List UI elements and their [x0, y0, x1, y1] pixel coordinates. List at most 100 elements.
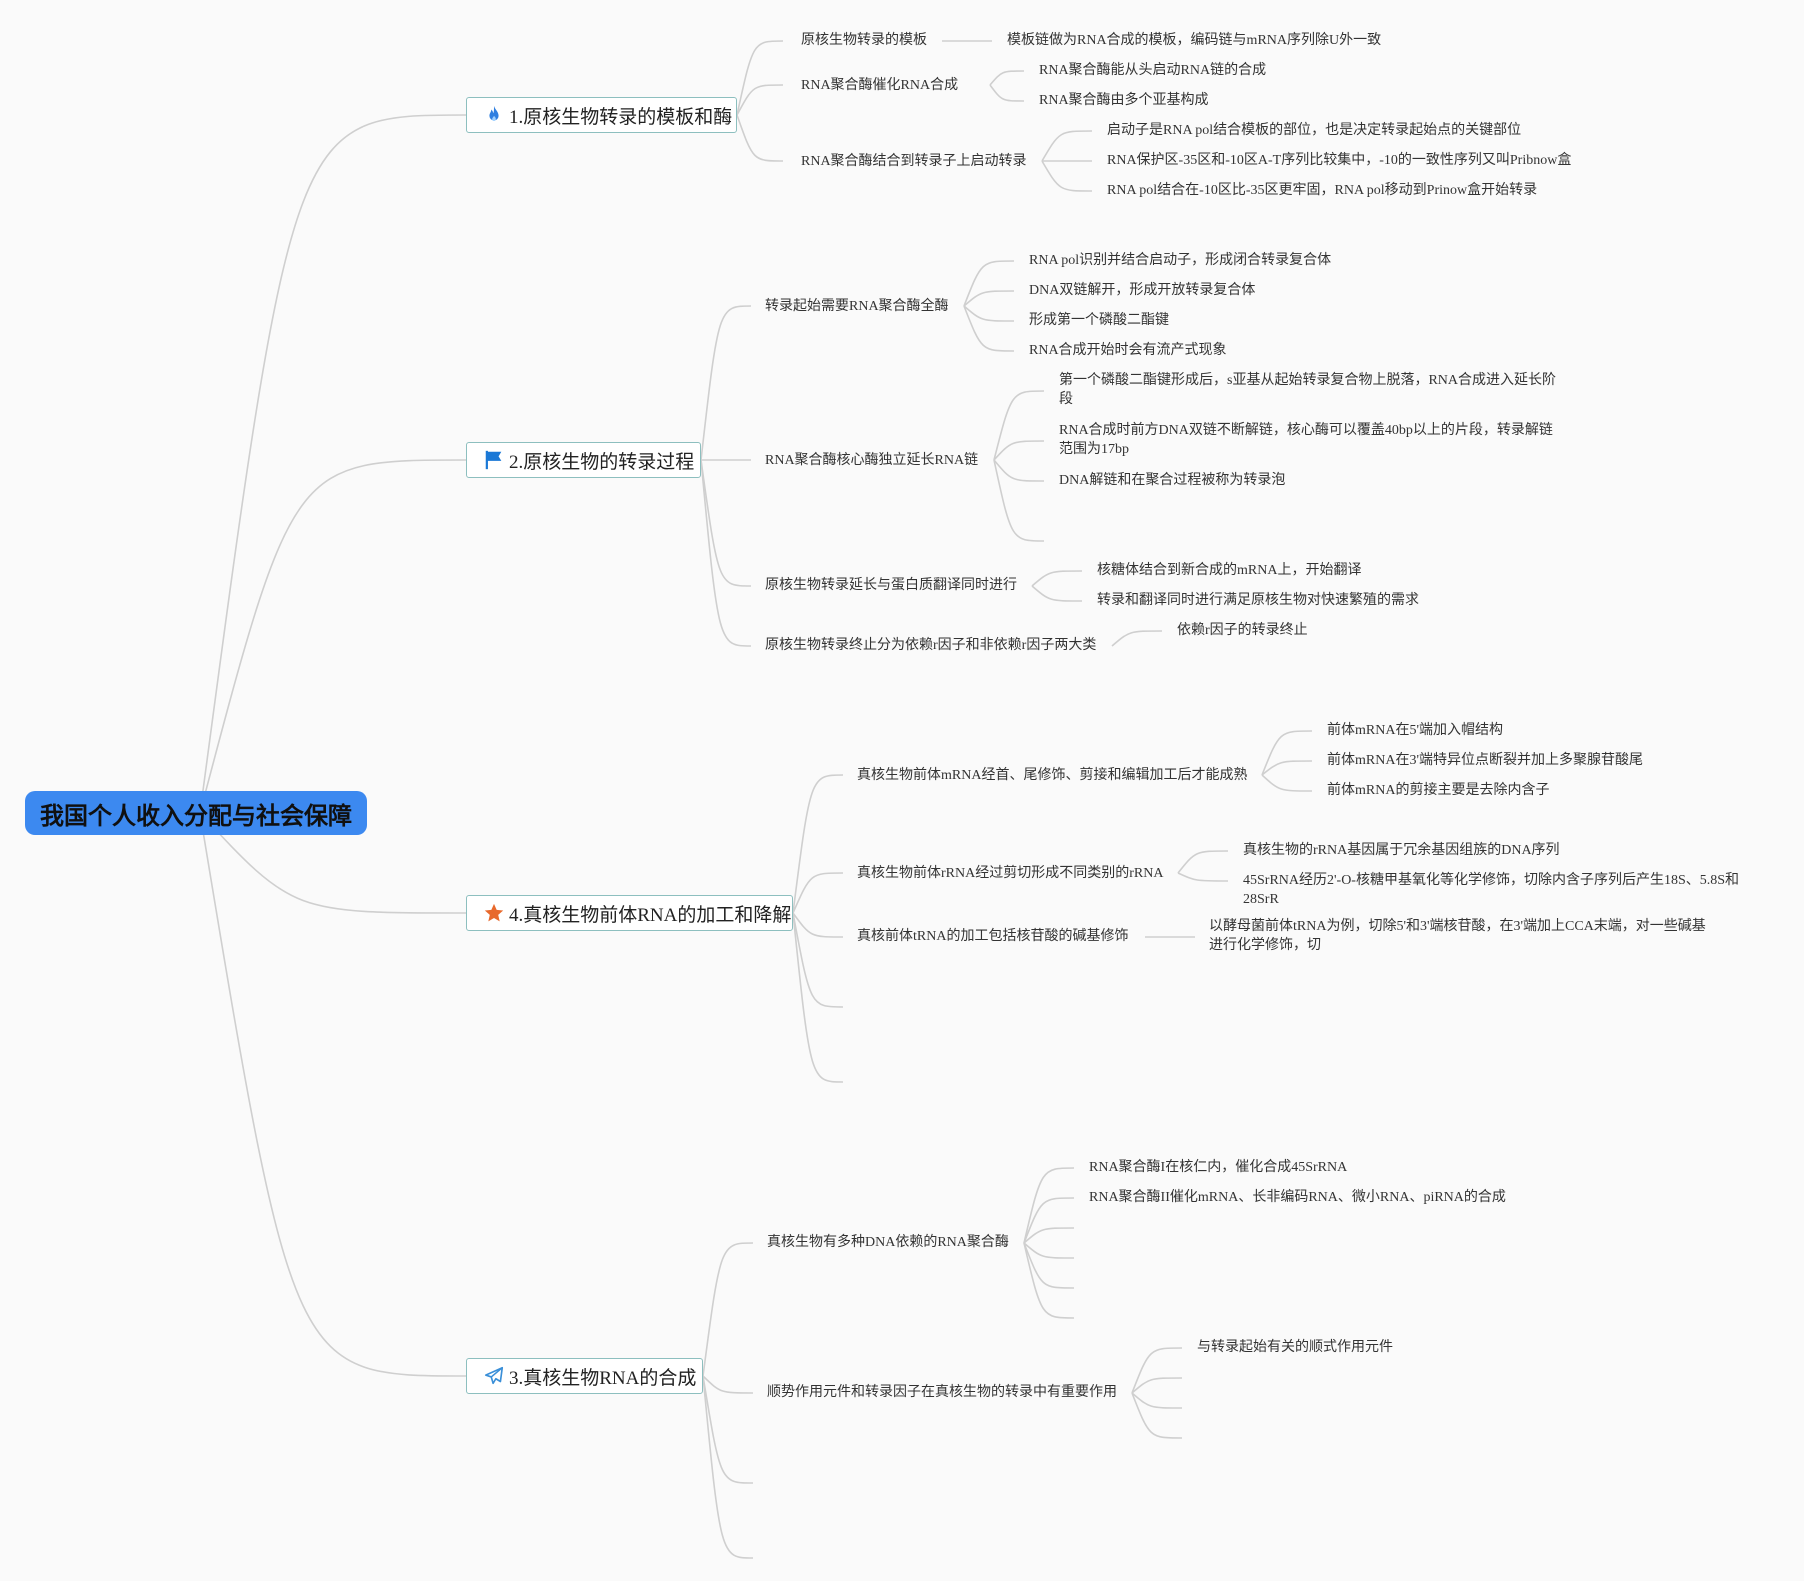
- node-rnap-bind[interactable]: RNA聚合酶结合到转录子上启动转录: [801, 154, 1027, 169]
- connector: [1177, 872, 1229, 882]
- node-rrna-processing[interactable]: 真核生物前体rRNA经过剪切形成不同类别的rRNA: [857, 866, 1164, 881]
- connector: [1131, 1392, 1183, 1439]
- node-initiation-child[interactable]: 形成第一个磷酸二酯键: [1029, 313, 1169, 328]
- connector: [702, 1242, 754, 1377]
- node-initiation[interactable]: 转录起始需要RNA聚合酶全酶: [765, 299, 949, 314]
- connector: [1023, 1167, 1075, 1244]
- connector: [989, 70, 1025, 86]
- branch-eukaryotic-rna-synthesis[interactable]: 3.真核生物RNA的合成: [466, 1358, 703, 1394]
- node-polymerases[interactable]: 真核生物有多种DNA依赖的RNA聚合酶: [767, 1235, 1009, 1250]
- branch-label: 4.真核生物前体RNA的加工和降解: [509, 904, 792, 926]
- node-polymerases-child[interactable]: RNA聚合酶II催化mRNA、长非编码RNA、微小RNA、piRNA的合成: [1089, 1190, 1506, 1205]
- connector: [792, 872, 844, 914]
- flag-icon: [483, 449, 505, 471]
- connector: [1041, 130, 1093, 162]
- connector: [736, 40, 784, 116]
- node-cis-child[interactable]: 与转录起始有关的顺式作用元件: [1197, 1340, 1393, 1355]
- node-coupled-child[interactable]: 转录和翻译同时进行满足原核生物对快速繁殖的需求: [1097, 593, 1419, 608]
- connector: [736, 84, 784, 116]
- node-initiation-child[interactable]: RNA pol识别并结合启动子，形成闭合转录复合体: [1029, 253, 1332, 268]
- connector: [1031, 570, 1083, 587]
- connector: [1131, 1392, 1183, 1409]
- connector: [1023, 1242, 1075, 1259]
- connector: [963, 260, 1015, 307]
- connector: [993, 459, 1045, 542]
- star-icon: [483, 902, 505, 924]
- connector: [700, 459, 752, 647]
- node-template[interactable]: 原核生物转录的模板: [801, 33, 927, 48]
- node-rrna-child[interactable]: 45SrRNA经历2'-O-核糖甲基氧化等化学修饰，切除内含子序列后产生18S、…: [1243, 873, 1740, 907]
- connector: [1031, 585, 1083, 602]
- connector: [1023, 1197, 1075, 1244]
- connector: [1131, 1377, 1183, 1394]
- connector: [199, 812, 467, 1377]
- connector: [702, 1375, 754, 1559]
- branch-transcription-process[interactable]: 2.原核生物的转录过程: [466, 442, 701, 478]
- node-termination[interactable]: 原核生物转录终止分为依赖r因子和非依赖r因子两大类: [765, 638, 1097, 653]
- node-elongation[interactable]: RNA聚合酶核心酶独立延长RNA链: [765, 453, 979, 468]
- connector: [1023, 1227, 1075, 1244]
- connector: [993, 440, 1045, 461]
- connector: [199, 812, 467, 914]
- connector: [1261, 774, 1313, 792]
- branch-label: 1.原核生物转录的模板和酶: [509, 106, 733, 128]
- connector: [199, 459, 467, 814]
- connector: [792, 912, 844, 938]
- root-topic[interactable]: 我国个人收入分配与社会保障: [25, 791, 367, 835]
- connector: [993, 459, 1045, 482]
- connector: [199, 114, 467, 814]
- flame-icon: [483, 104, 505, 126]
- node-template-detail[interactable]: 模板链做为RNA合成的模板，编码链与mRNA序列除U外一致: [1007, 33, 1382, 48]
- node-initiation-child[interactable]: RNA合成开始时会有流产式现象: [1029, 343, 1227, 358]
- connector: [1261, 760, 1313, 776]
- node-rnap-catalyze-child[interactable]: RNA聚合酶能从头启动RNA链的合成: [1039, 63, 1267, 78]
- node-termination-child[interactable]: 依赖r因子的转录终止: [1177, 623, 1308, 638]
- node-polymerases-child[interactable]: RNA聚合酶I在核仁内，催化合成45SrRNA: [1089, 1160, 1348, 1175]
- node-cis-elements[interactable]: 顺势作用元件和转录因子在真核生物的转录中有重要作用: [767, 1385, 1117, 1400]
- connector: [1177, 850, 1229, 874]
- node-initiation-child[interactable]: DNA双链解开，形成开放转录复合体: [1029, 283, 1256, 298]
- connector: [702, 1375, 754, 1394]
- connector: [792, 774, 844, 914]
- node-trna-processing[interactable]: 真核前体tRNA的加工包括核苷酸的碱基修饰: [857, 929, 1129, 944]
- node-mrna-processing[interactable]: 真核生物前体mRNA经首、尾修饰、剪接和编辑加工后才能成熟: [857, 768, 1248, 783]
- node-rnap-bind-child[interactable]: 启动子是RNA pol结合模板的部位，也是决定转录起始点的关键部位: [1107, 123, 1522, 138]
- branch-label: 3.真核生物RNA的合成: [509, 1367, 697, 1389]
- node-elongation-child[interactable]: RNA合成时前方DNA双链不断解链，核心酶可以覆盖40bp以上的片段，转录解链范…: [1059, 423, 1553, 457]
- branch-label: 2.原核生物的转录过程: [509, 451, 695, 473]
- connector: [792, 912, 844, 1083]
- connector: [963, 305, 1015, 352]
- connector: [702, 1375, 754, 1484]
- branch-template-and-enzyme[interactable]: 1.原核生物转录的模板和酶: [466, 97, 737, 133]
- node-coupled-child[interactable]: 核糖体结合到新合成的mRNA上，开始翻译: [1097, 563, 1362, 578]
- branch-precursor-rna-processing[interactable]: 4.真核生物前体RNA的加工和降解: [466, 895, 793, 931]
- paper-plane-icon: [483, 1365, 505, 1387]
- connector: [1111, 630, 1163, 647]
- node-coupled[interactable]: 原核生物转录延长与蛋白质翻译同时进行: [765, 578, 1017, 593]
- node-rnap-bind-child[interactable]: RNA保护区-35区和-10区A-T序列比较集中，-10的一致性序列又叫Prib…: [1107, 153, 1572, 168]
- connector: [1261, 730, 1313, 776]
- node-mrna-child[interactable]: 前体mRNA在3'端特异位点断裂并加上多聚腺苷酸尾: [1327, 753, 1643, 768]
- connector: [989, 84, 1025, 102]
- node-elongation-child[interactable]: 第一个磷酸二酯键形成后，s亚基从起始转录复合物上脱落，RNA合成进入延长阶段: [1059, 373, 1557, 407]
- connector: [736, 114, 784, 162]
- connector: [1023, 1242, 1075, 1289]
- connector: [792, 912, 844, 1008]
- connector: [1023, 1242, 1075, 1319]
- node-mrna-child[interactable]: 前体mRNA的剪接主要是去除内含子: [1327, 783, 1550, 798]
- node-rrna-child[interactable]: 真核生物的rRNA基因属于冗余基因组族的DNA序列: [1243, 843, 1560, 858]
- connector: [963, 305, 1015, 322]
- connector: [700, 305, 752, 461]
- node-rnap-catalyze-child[interactable]: RNA聚合酶由多个亚基构成: [1039, 93, 1209, 108]
- node-elongation-child[interactable]: DNA解链和在聚合过程被称为转录泡: [1059, 473, 1286, 488]
- node-rnap-bind-child[interactable]: RNA pol结合在-10区比-35区更牢固，RNA pol移动到Prinow盒…: [1107, 183, 1538, 198]
- connector: [963, 290, 1015, 307]
- node-trna-child[interactable]: 以酵母菌前体tRNA为例，切除5'和3'端核苷酸，在3'端加上CCA末端，对一些…: [1209, 919, 1706, 953]
- connector: [700, 459, 752, 587]
- connector: [993, 390, 1045, 461]
- node-rnap-catalyze[interactable]: RNA聚合酶催化RNA合成: [801, 78, 959, 93]
- node-mrna-child[interactable]: 前体mRNA在5'端加入帽结构: [1327, 723, 1503, 738]
- connector: [1131, 1347, 1183, 1394]
- connector: [1041, 160, 1093, 192]
